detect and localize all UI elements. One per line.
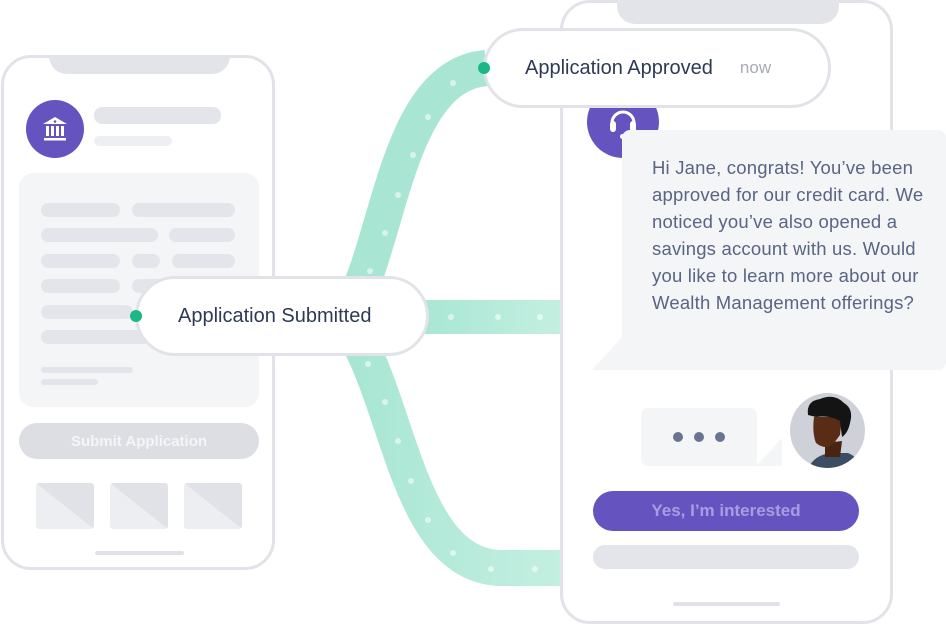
form-field — [41, 228, 158, 242]
typing-indicator — [641, 408, 757, 466]
phone-notch — [49, 55, 230, 74]
subtitle-skeleton — [94, 136, 172, 146]
agent-message: Hi Jane, congrats! You’ve been approved … — [622, 130, 946, 370]
typing-bubble-tail — [756, 438, 782, 466]
fine-print — [41, 367, 133, 373]
form-field — [41, 330, 151, 344]
bank-icon — [26, 100, 84, 158]
form-field — [169, 228, 235, 242]
form-field — [132, 254, 160, 268]
status-label: Application Approved — [525, 56, 713, 79]
typing-dot — [673, 432, 683, 442]
status-timestamp: now — [739, 58, 772, 77]
user-avatar — [790, 393, 865, 468]
image-placeholder — [184, 483, 242, 529]
form-field — [41, 203, 120, 217]
fine-print — [41, 379, 98, 385]
timeline-node — [478, 62, 490, 74]
status-application-approved: Application Approved now — [478, 28, 831, 108]
form-field — [41, 279, 120, 293]
home-indicator — [673, 602, 780, 606]
form-field — [41, 305, 133, 319]
yes-interested-button[interactable]: Yes, I’m interested — [593, 491, 859, 531]
submit-application-button[interactable]: Submit Application — [19, 423, 259, 459]
image-placeholder — [36, 483, 94, 529]
status-application-submitted: Application Submitted — [130, 276, 429, 356]
chat-bubble-tail — [592, 335, 624, 370]
image-placeholder — [110, 483, 168, 529]
typing-dot — [694, 432, 704, 442]
form-field — [132, 203, 235, 217]
home-indicator — [95, 551, 184, 555]
typing-dot — [715, 432, 725, 442]
timeline-node — [130, 310, 142, 322]
title-skeleton — [94, 107, 221, 124]
secondary-option-placeholder[interactable] — [593, 545, 859, 569]
form-field — [41, 254, 120, 268]
form-field — [172, 254, 235, 268]
status-label: Application Submitted — [178, 304, 372, 327]
phone-notch — [617, 0, 839, 24]
path-down — [339, 325, 562, 586]
path-to-approved — [338, 50, 490, 309]
